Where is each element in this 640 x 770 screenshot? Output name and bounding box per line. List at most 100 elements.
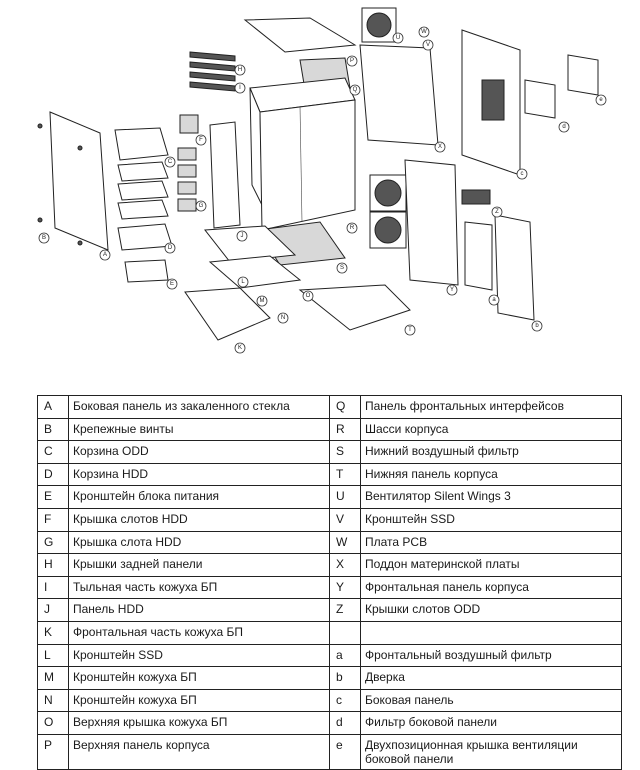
part-description: Панель HDD bbox=[68, 598, 330, 622]
callout-label: S bbox=[340, 265, 344, 271]
rear-panel-covers bbox=[189, 51, 236, 92]
part-code: O bbox=[37, 711, 69, 735]
part-description: Нижняя панель корпуса bbox=[360, 462, 622, 487]
callout-label: M bbox=[260, 298, 265, 304]
callout-label: U bbox=[396, 35, 400, 41]
callout-circle bbox=[195, 200, 207, 212]
part-description: Кронштейн кожуха БП bbox=[68, 688, 330, 713]
part-code: I bbox=[37, 575, 69, 600]
part-description: Кронштейн блока питания bbox=[68, 485, 330, 509]
vent-cover bbox=[567, 54, 599, 96]
psu-bracket bbox=[124, 259, 169, 283]
callout-label: F bbox=[199, 137, 203, 143]
psu-shroud-top-cover bbox=[208, 255, 302, 289]
callout-label: c bbox=[521, 171, 524, 177]
part-description: Крепежные винты bbox=[68, 417, 330, 442]
part-description: Кронштейн SSD bbox=[360, 507, 622, 532]
callout-circle bbox=[418, 26, 430, 38]
chassis bbox=[249, 77, 356, 231]
part-code: M bbox=[37, 666, 69, 690]
part-description: Верхняя крышка кожуха БП bbox=[68, 711, 330, 735]
callout-circle bbox=[234, 82, 246, 94]
front-air-filter bbox=[464, 221, 493, 291]
callout-circle bbox=[164, 242, 176, 254]
callout-circle bbox=[164, 156, 176, 168]
part-code: U bbox=[329, 485, 361, 509]
callout-circle bbox=[234, 64, 246, 76]
part-code: b bbox=[329, 666, 361, 690]
part-code: A bbox=[37, 395, 69, 419]
part-description: Дверка bbox=[360, 666, 622, 690]
part-description: Боковая панель bbox=[360, 688, 622, 713]
part-code: S bbox=[329, 440, 361, 464]
callout-label: D bbox=[168, 245, 173, 251]
psu-shroud-front bbox=[184, 287, 271, 341]
callout-circle bbox=[404, 324, 416, 336]
part-code: G bbox=[37, 530, 69, 555]
callout-circle bbox=[336, 262, 348, 274]
part-code bbox=[329, 620, 361, 645]
callout-circle bbox=[488, 294, 500, 306]
callout-label: Q bbox=[353, 87, 358, 93]
callout-label: R bbox=[350, 225, 355, 231]
part-description: Крышки задней панели bbox=[68, 553, 330, 577]
callout-circle bbox=[277, 312, 289, 324]
callout-circle bbox=[346, 55, 358, 67]
callout-label: X bbox=[438, 144, 442, 150]
callout-label: J bbox=[241, 233, 244, 239]
callout-circle bbox=[38, 232, 50, 244]
hdd-slot-covers bbox=[177, 114, 199, 212]
part-description: Фильтр боковой панели bbox=[360, 711, 622, 735]
part-code: R bbox=[329, 417, 361, 442]
front-door bbox=[494, 214, 535, 321]
callout-circle bbox=[446, 284, 458, 296]
callout-label: N bbox=[281, 315, 285, 321]
callout-circle bbox=[491, 206, 503, 218]
part-code: e bbox=[329, 733, 361, 770]
bottom-case-panel bbox=[298, 284, 411, 331]
callout-label: H bbox=[238, 67, 242, 73]
part-description: Боковая панель из закаленного стекла bbox=[68, 395, 330, 419]
callout-circle bbox=[422, 39, 434, 51]
part-code: P bbox=[37, 733, 69, 770]
silent-wings-fans bbox=[361, 7, 407, 249]
callout-label: V bbox=[426, 42, 430, 48]
callout-label: Y bbox=[450, 287, 454, 293]
top-panel bbox=[243, 17, 357, 53]
part-description: Вентилятор Silent Wings 3 bbox=[360, 485, 622, 509]
part-code: Z bbox=[329, 598, 361, 622]
side-panel-vent bbox=[481, 79, 505, 121]
callout-circle bbox=[234, 342, 246, 354]
part-description: Фронтальная панель корпуса bbox=[360, 575, 622, 600]
part-description: Кронштейн SSD bbox=[68, 643, 330, 668]
part-code: D bbox=[37, 462, 69, 487]
odd-slot-covers bbox=[461, 189, 491, 205]
callout-circle bbox=[195, 134, 207, 146]
callout-label: G bbox=[199, 203, 204, 209]
callout-circle bbox=[236, 230, 248, 242]
part-code: L bbox=[37, 643, 69, 668]
part-description: Тыльная часть кожуха БП bbox=[68, 575, 330, 600]
callout-circle bbox=[237, 276, 249, 288]
part-description: Крышки слотов ODD bbox=[360, 598, 622, 622]
callout-label: d bbox=[562, 124, 565, 130]
part-code: N bbox=[37, 688, 69, 713]
part-description: Фронтальный воздушный фильтр bbox=[360, 643, 622, 668]
callout-label: L bbox=[241, 279, 245, 285]
callout-label: Z bbox=[495, 209, 499, 215]
screw bbox=[77, 145, 83, 151]
part-code: V bbox=[329, 507, 361, 532]
callout-circle bbox=[302, 290, 314, 302]
part-description bbox=[360, 620, 622, 645]
psu-shroud-top bbox=[204, 225, 297, 263]
